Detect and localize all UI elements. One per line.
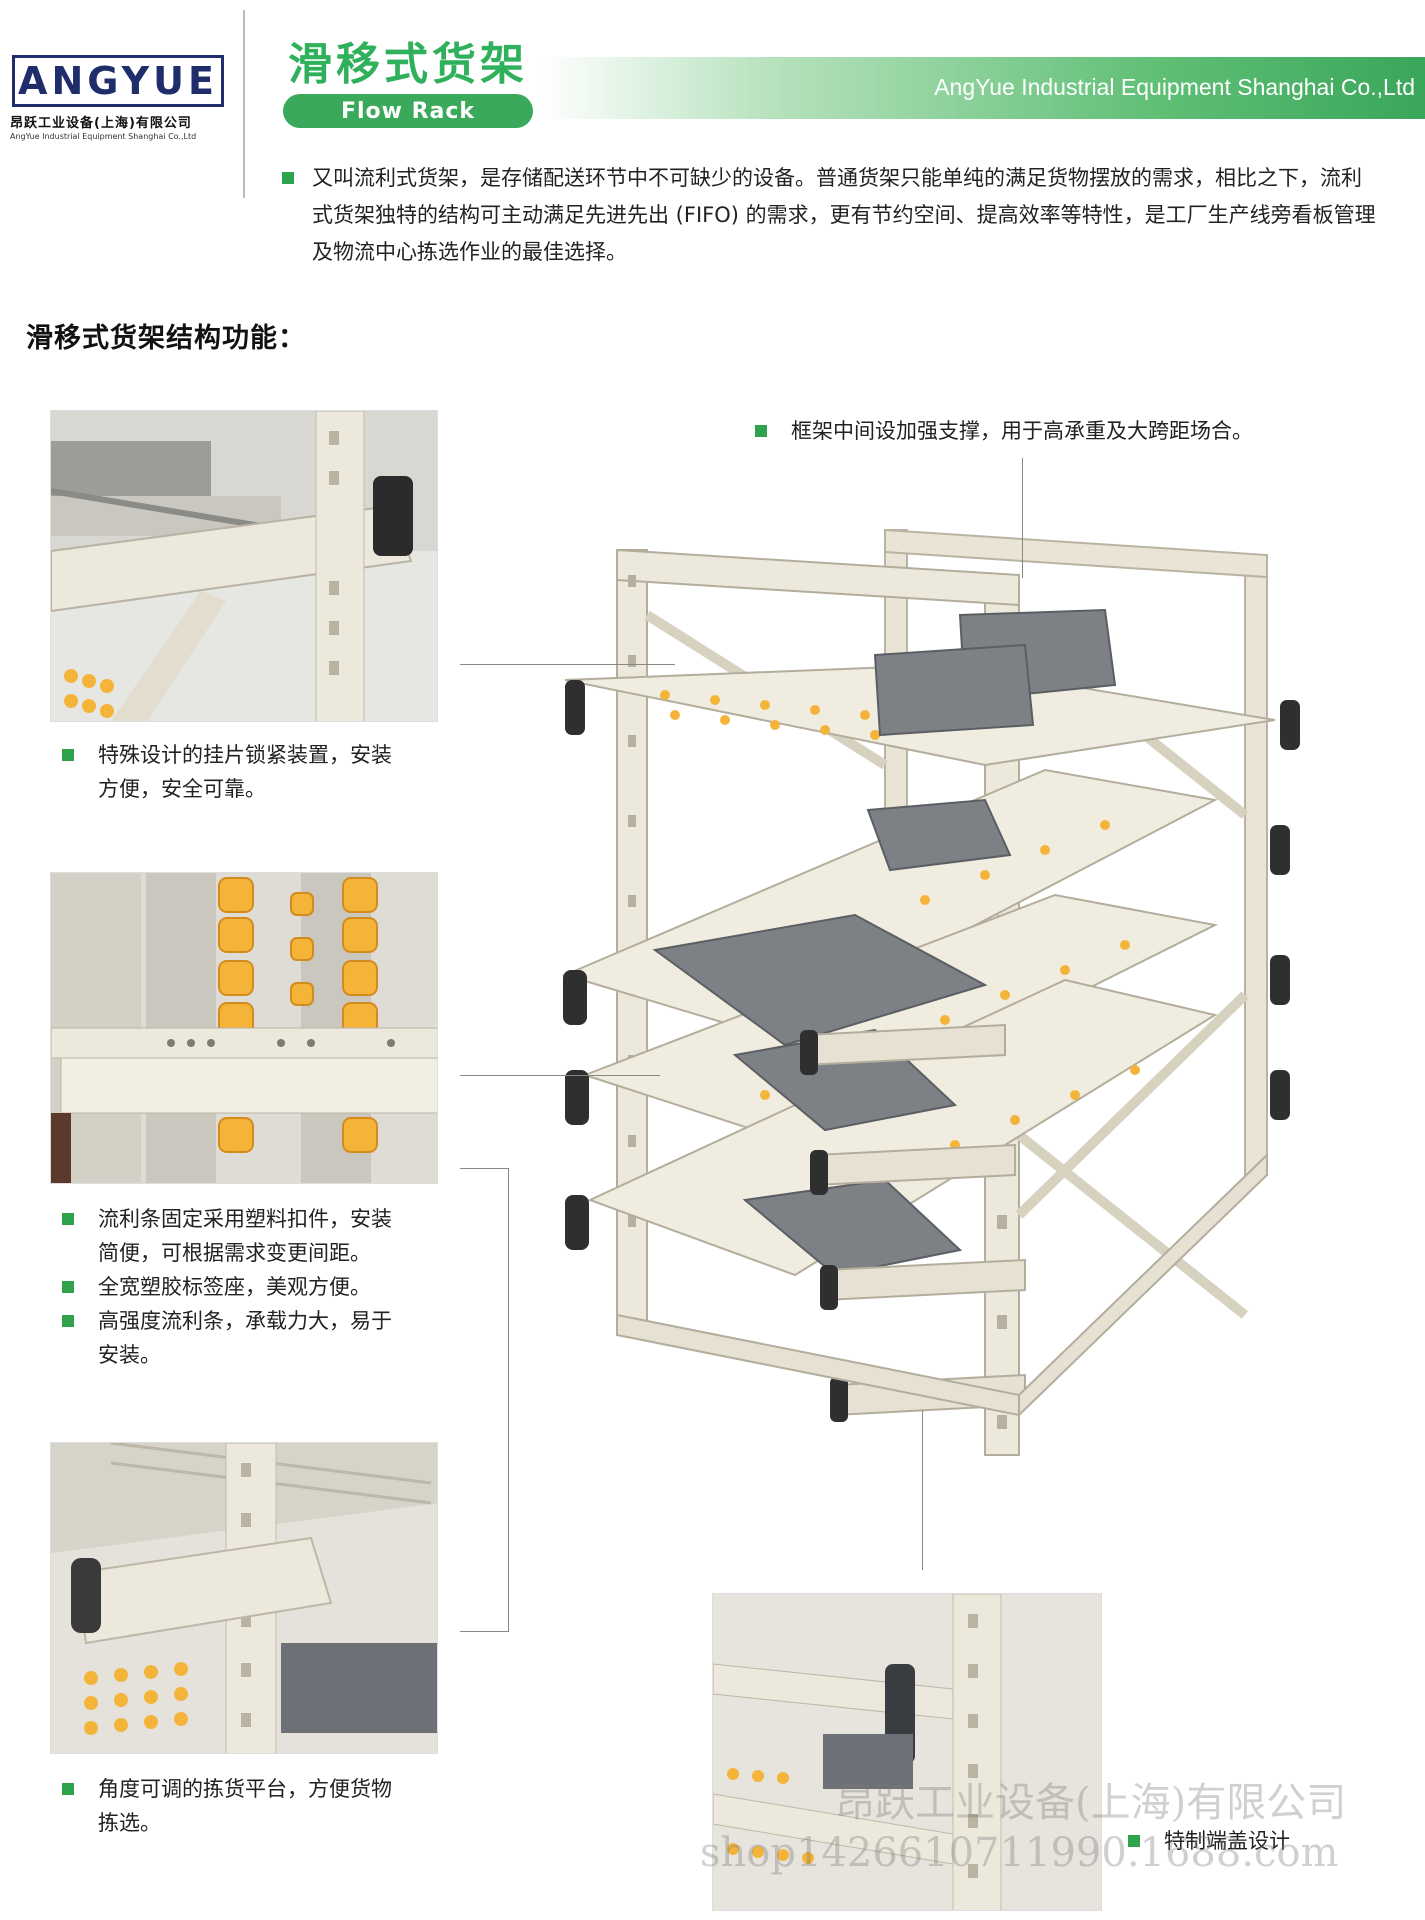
intro-paragraph: 又叫流利式货架，是存储配送环节中不可缺少的设备。普通货架只能单纯的满足货物摆放的… bbox=[282, 160, 1382, 271]
page-title: 滑移式货架 bbox=[288, 39, 528, 90]
watermark-shop: shop1426610711990.1688.com bbox=[700, 1830, 1339, 1876]
caption-text: 高强度流利条，承载力大，易于 bbox=[98, 1309, 392, 1333]
bullet-square-icon bbox=[62, 749, 74, 761]
logo-company-cn: 昂跃工业设备(上海)有限公司 bbox=[10, 116, 192, 131]
title-en: Flow Rack bbox=[340, 98, 476, 124]
caption-text: 全宽塑胶标签座，美观方便。 bbox=[98, 1275, 371, 1299]
caption-adjustable-platform: 角度可调的拣货平台，方便货物 拣选。 bbox=[62, 1772, 392, 1840]
intro-text: 又叫流利式货架，是存储配送环节中不可缺少的设备。普通货架只能单纯的满足货物摆放的… bbox=[312, 166, 1376, 264]
flow-rack-illustration bbox=[545, 515, 1315, 1475]
caption-text: 流利条固定采用塑料扣件，安装 bbox=[98, 1207, 392, 1231]
caption-hook-lock: 特殊设计的挂片锁紧装置，安装 方便，安全可靠。 bbox=[62, 738, 392, 806]
company-name-en: AngYue Industrial Equipment Shanghai Co.… bbox=[934, 74, 1415, 100]
watermark-company: 昂跃工业设备(上海)有限公司 bbox=[835, 1780, 1347, 1826]
bullet-square-icon bbox=[62, 1281, 74, 1293]
logo-text: ANGYUE bbox=[18, 59, 218, 103]
top-note-text: 框架中间设加强支撑，用于高承重及大跨距场合。 bbox=[791, 419, 1253, 443]
bullet-square-icon bbox=[755, 425, 767, 437]
caption-roller-strips: 流利条固定采用塑料扣件，安装 简便，可根据需求变更间距。 全宽塑胶标签座，美观方… bbox=[62, 1202, 392, 1372]
top-note: 框架中间设加强支撑，用于高承重及大跨距场合。 bbox=[755, 414, 1253, 448]
photo-end-cap bbox=[712, 1593, 1102, 1911]
header-divider bbox=[243, 10, 245, 198]
header-band bbox=[540, 57, 1425, 119]
caption-text: 安装。 bbox=[98, 1343, 161, 1367]
caption-text: 拣选。 bbox=[98, 1811, 161, 1835]
caption-text: 特制端盖设计 bbox=[1164, 1829, 1290, 1853]
section-title: 滑移式货架结构功能： bbox=[26, 323, 306, 354]
connector-line bbox=[460, 1075, 660, 1076]
caption-text: 特殊设计的挂片锁紧装置，安装 bbox=[98, 743, 392, 767]
bullet-square-icon bbox=[62, 1783, 74, 1795]
logo-company-en: AngYue Industrial Equipment Shanghai Co.… bbox=[10, 132, 197, 141]
title-en-pill: Flow Rack bbox=[283, 94, 533, 128]
connector-line bbox=[1022, 458, 1023, 578]
photo-hook-lock bbox=[50, 410, 438, 722]
caption-text: 简便，可根据需求变更间距。 bbox=[98, 1241, 371, 1265]
bullet-square-icon bbox=[282, 172, 294, 184]
bullet-square-icon bbox=[1128, 1835, 1140, 1847]
bullet-square-icon bbox=[62, 1315, 74, 1327]
connector-line bbox=[460, 1168, 509, 1632]
caption-text: 方便，安全可靠。 bbox=[98, 777, 266, 801]
connector-line bbox=[460, 664, 675, 665]
photo-adjustable-platform bbox=[50, 1442, 438, 1754]
bullet-square-icon bbox=[62, 1213, 74, 1225]
photo-roller-strips bbox=[50, 872, 438, 1184]
connector-line bbox=[922, 1410, 923, 1570]
caption-text: 角度可调的拣货平台，方便货物 bbox=[98, 1777, 392, 1801]
logo: ANGYUE bbox=[12, 55, 224, 107]
caption-end-cap: 特制端盖设计 bbox=[1128, 1824, 1290, 1858]
